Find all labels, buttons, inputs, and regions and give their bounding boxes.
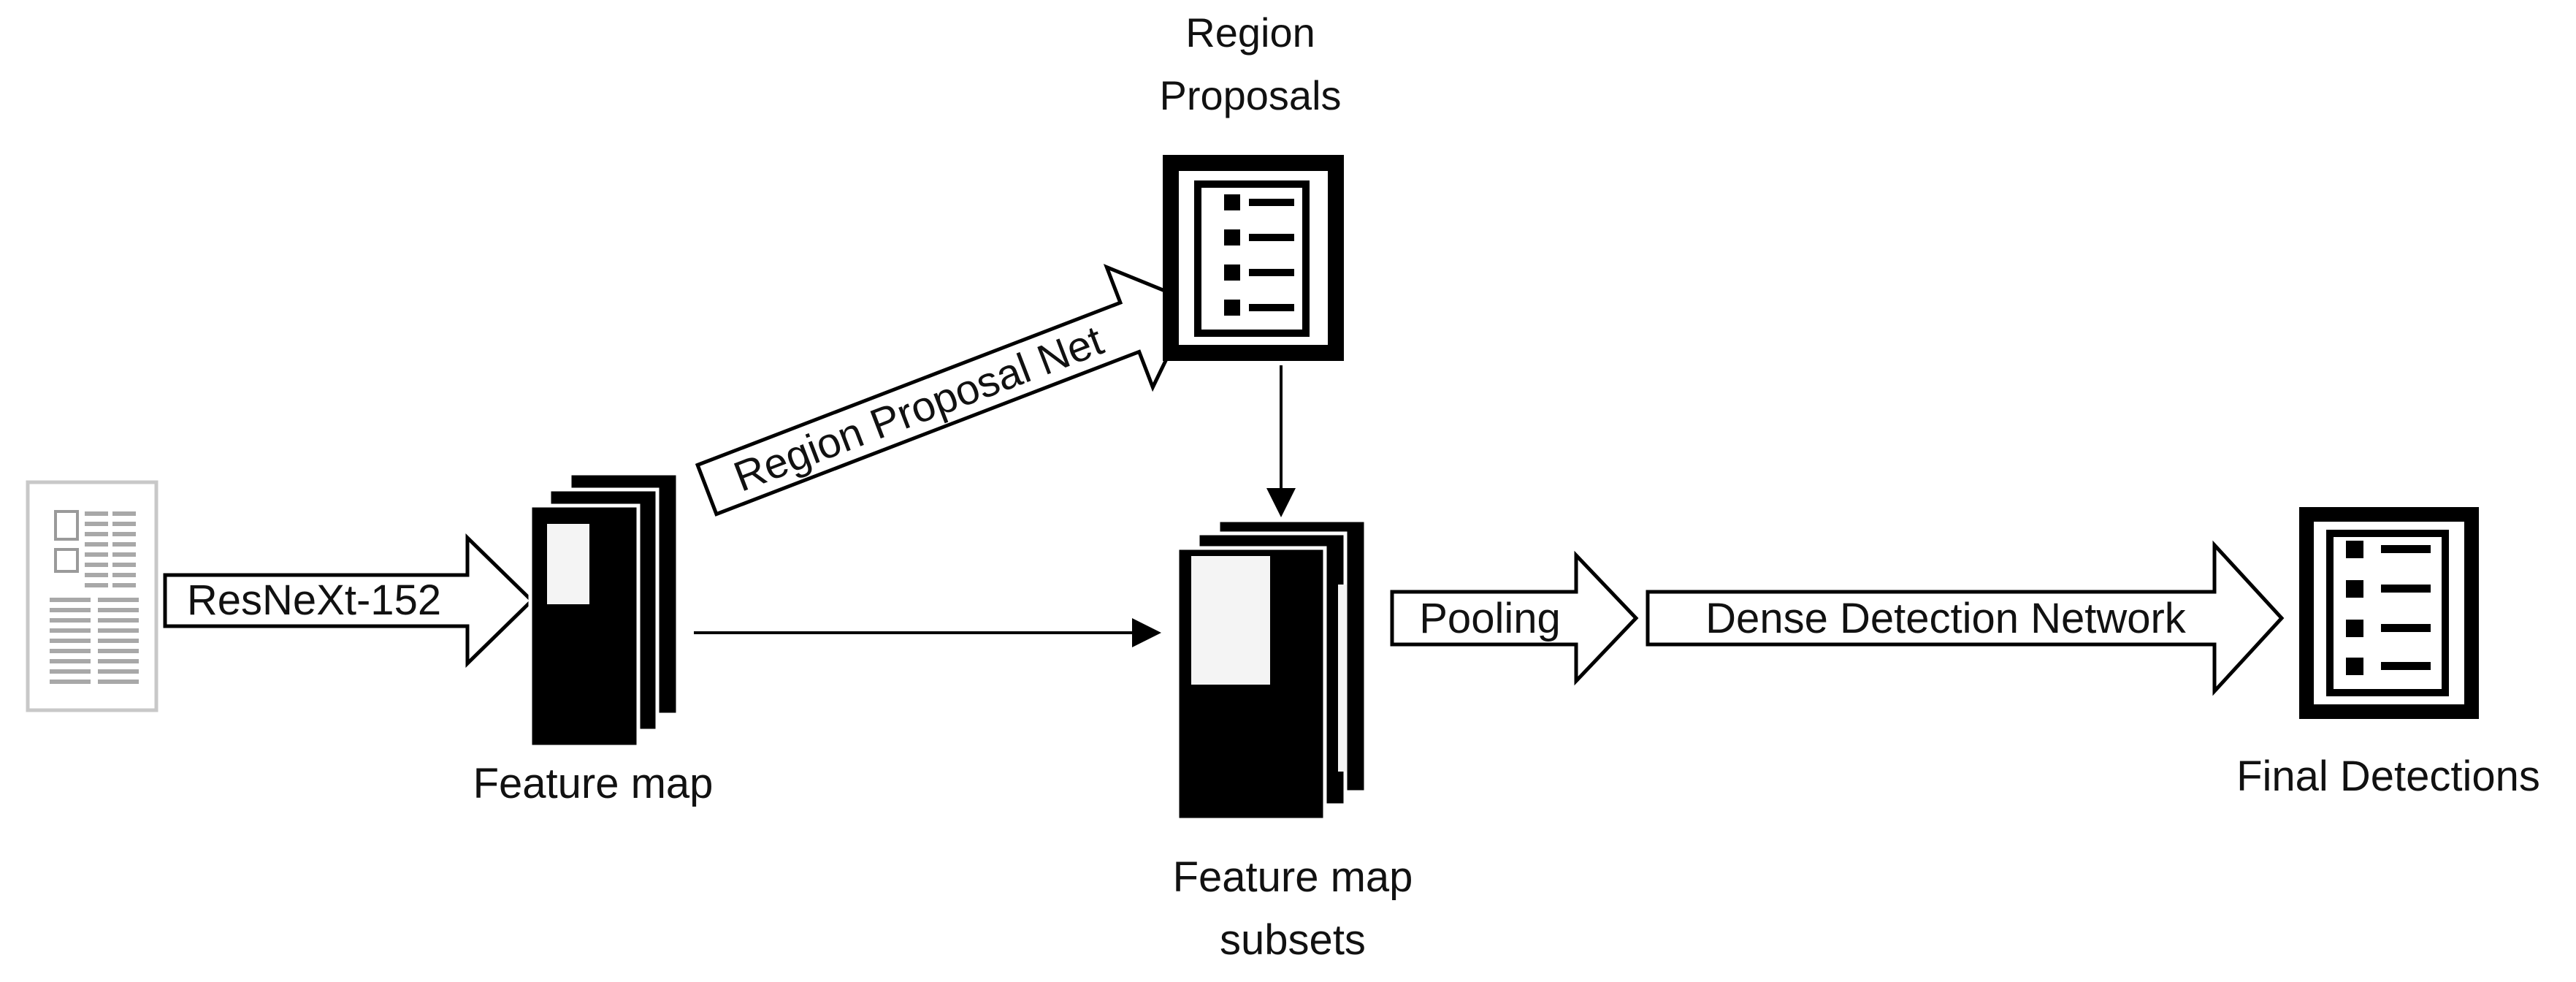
input-document-icon xyxy=(26,480,158,712)
final-detections-label: Final Detections xyxy=(2236,753,2540,800)
dense-detection-network-label: Dense Detection Network xyxy=(1705,595,2187,642)
region-proposal-net-label: Region Proposal Net xyxy=(727,316,1109,500)
dense-detection-network-arrow: Dense Detection Network xyxy=(1646,540,2285,696)
final-detections-icon xyxy=(2299,507,2479,719)
region-proposals-label-line1: Region xyxy=(1185,9,1315,56)
region-proposals-label-line2: Proposals xyxy=(1159,72,1341,118)
backbone-arrow: ResNeXt-152 xyxy=(163,533,535,668)
pooling-arrow-label: Pooling xyxy=(1419,595,1560,642)
region-proposals-icon xyxy=(1163,155,1344,361)
feature-map-subsets-label-line1: Feature map xyxy=(1173,853,1413,901)
feature-map-subsets-label-line2: subsets xyxy=(1220,916,1366,964)
backbone-arrow-label: ResNeXt-152 xyxy=(187,576,441,624)
feature-map-label: Feature map xyxy=(473,760,714,807)
feature-map-icon xyxy=(528,471,680,749)
region-proposal-net-arrow: Region Proposal Net xyxy=(695,264,1196,517)
feature-map-subsets-icon xyxy=(1175,518,1368,822)
pooling-arrow: Pooling xyxy=(1390,550,1639,686)
